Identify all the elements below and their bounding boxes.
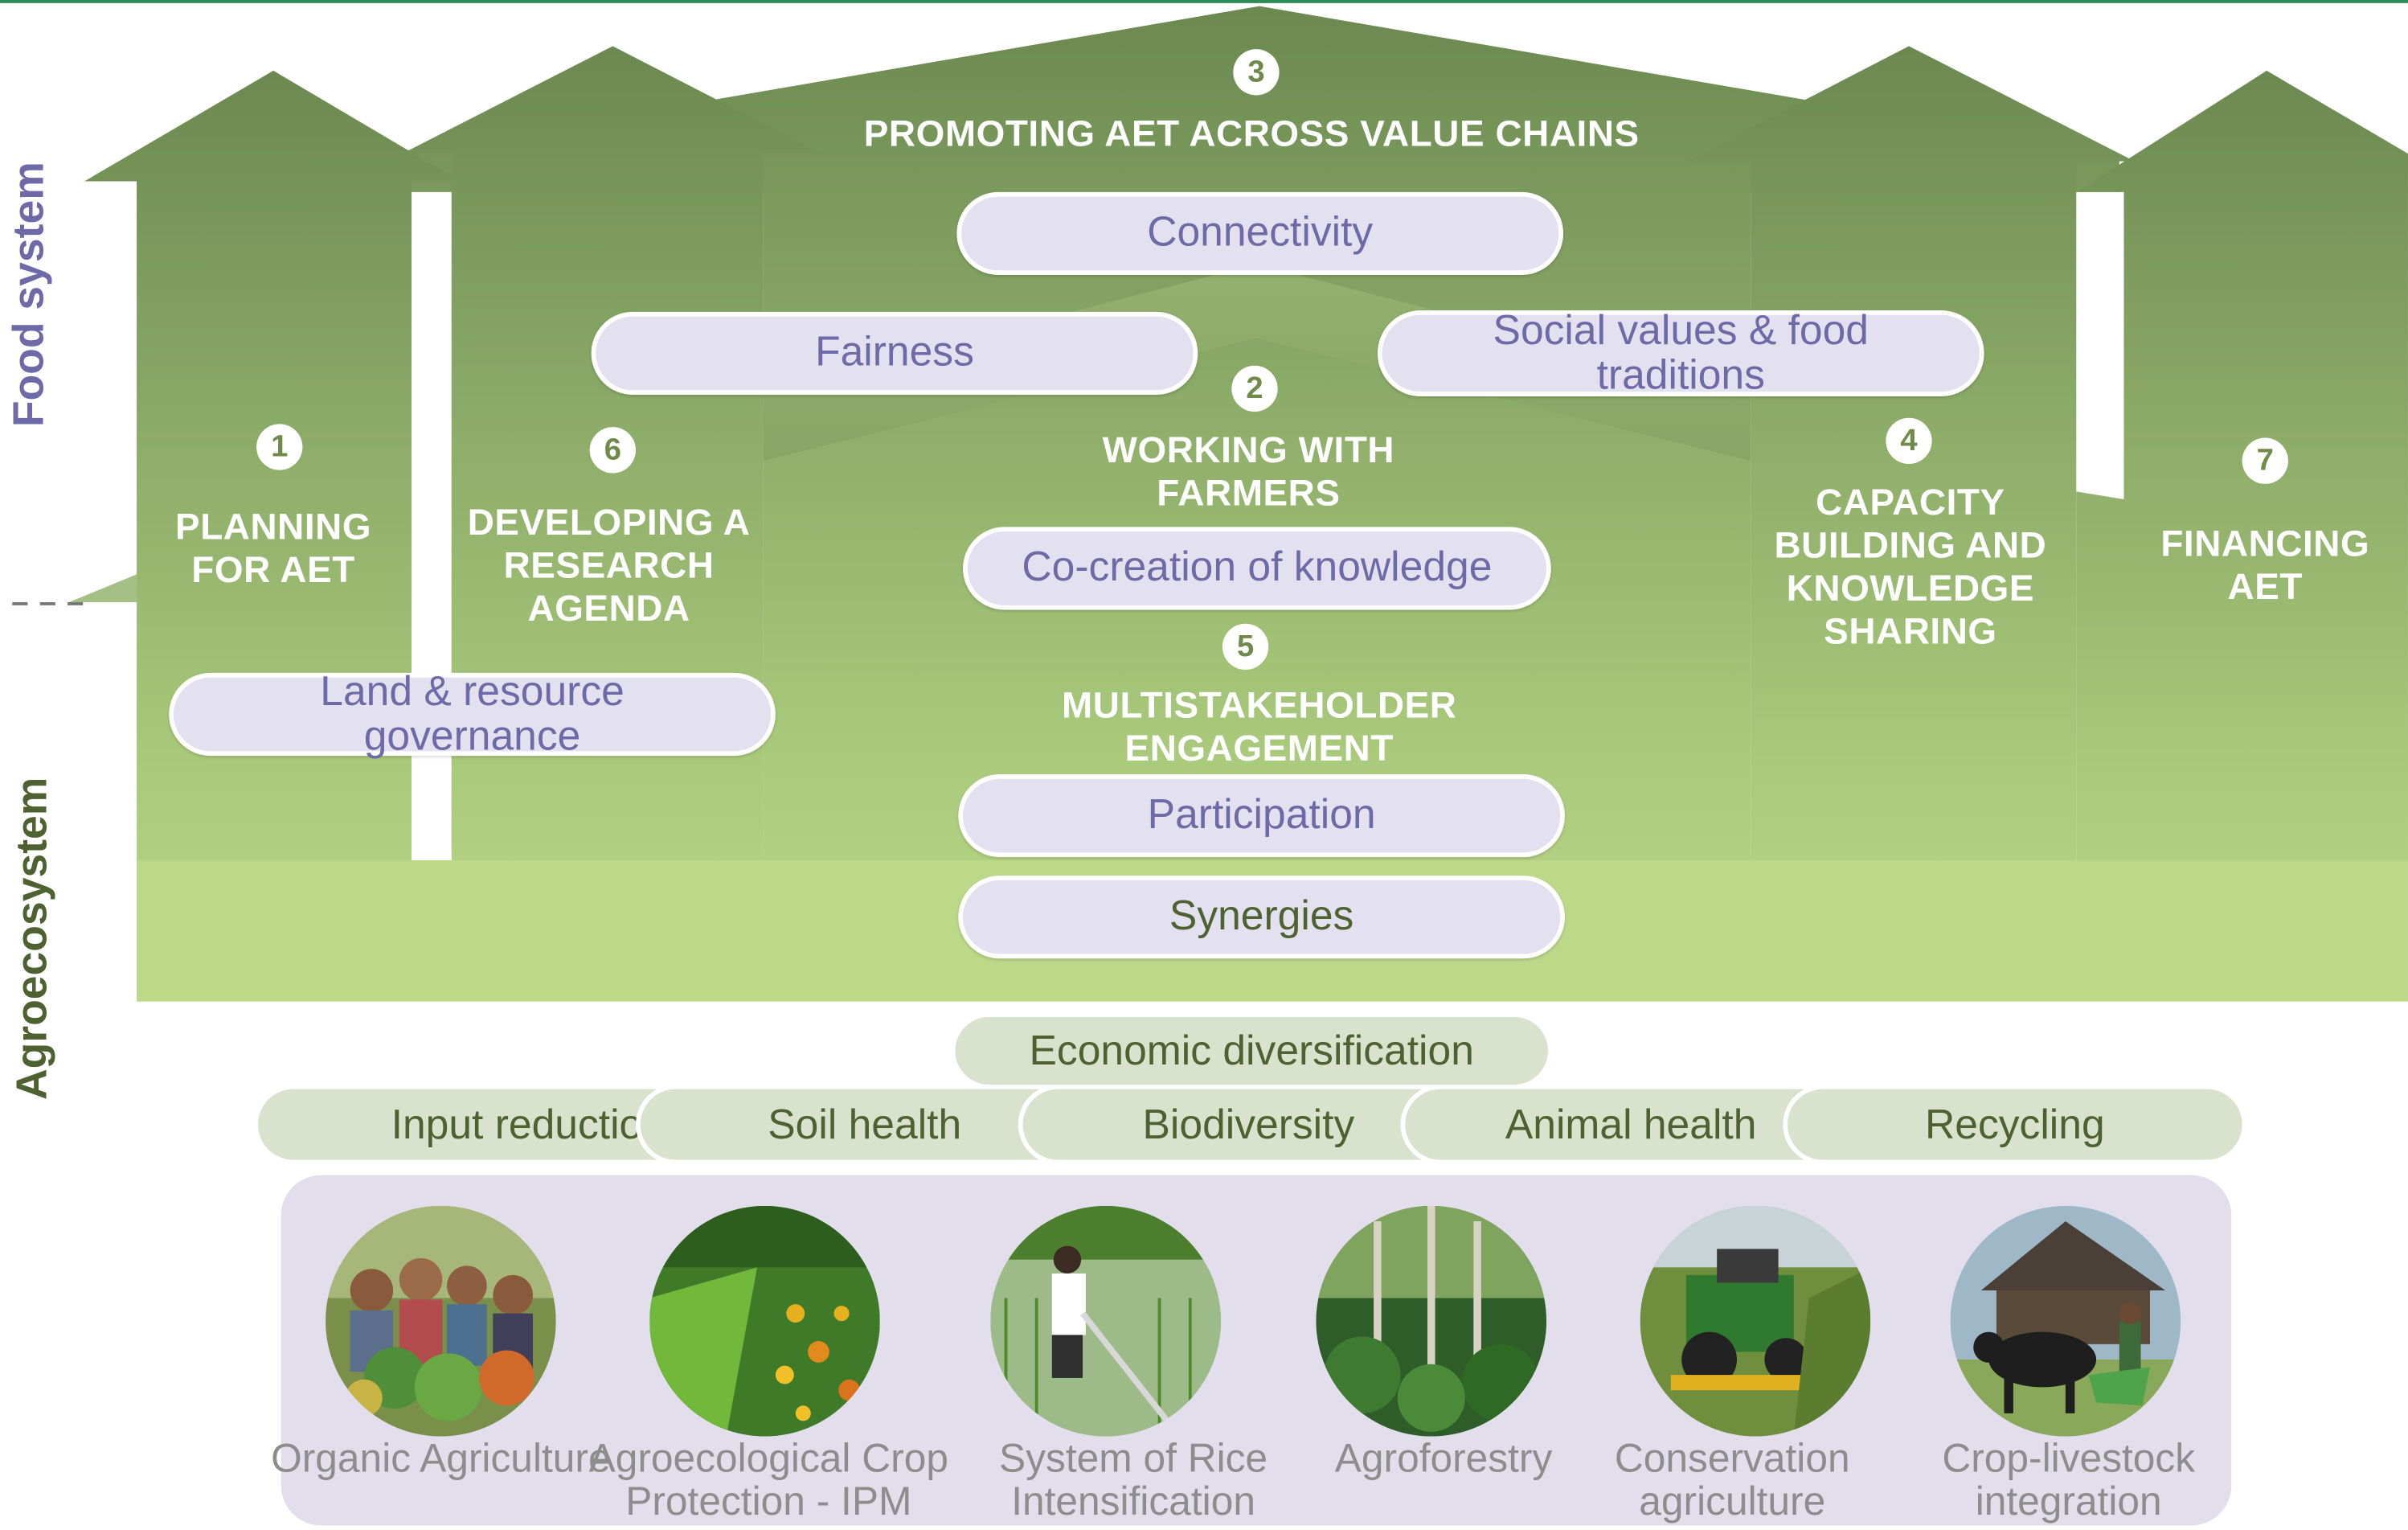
practices-panel — [281, 1175, 2232, 1526]
agroforestry-caption: Agroforestry — [1334, 1434, 1553, 1481]
land-governance-pill: Land & resource governance — [169, 669, 776, 758]
area-5-number: 5 — [1222, 623, 1269, 671]
connectivity-pill: Connectivity — [956, 191, 1564, 276]
area-7-title: FINANCING AET — [2160, 523, 2370, 609]
participation-pill: Participation — [958, 773, 1566, 858]
agroforestry-photo — [1316, 1205, 1547, 1437]
arrow-7-shape — [2076, 70, 2408, 999]
area-7-number: 7 — [2242, 437, 2288, 484]
area-6-title: DEVELOPING A RESEARCH AGENDA — [467, 502, 751, 630]
conservation-agriculture-photo — [1640, 1205, 1871, 1437]
arrow-4-shape — [1685, 46, 2135, 999]
rice-intensification-photo — [990, 1205, 1222, 1437]
area-3-number: 3 — [1233, 49, 1280, 96]
area-2-title: WORKING WITH FARMERS — [1102, 429, 1395, 515]
input-reduction-pill: Input reduction — [253, 1084, 711, 1165]
crop-protection-photo — [649, 1205, 880, 1437]
arrow-1-shape — [84, 70, 461, 999]
area-2-number: 2 — [1231, 365, 1278, 412]
area-4-number: 4 — [1886, 417, 1932, 465]
arrow-6-shape — [402, 46, 822, 999]
area-6-number: 6 — [589, 427, 637, 474]
synergies-pill: Synergies — [958, 876, 1566, 959]
agroecosystem-label: Agroecosystem — [7, 777, 55, 1101]
fairness-pill: Fairness — [591, 311, 1198, 396]
crop-livestock-caption: Crop-livestock integration — [1942, 1434, 2196, 1524]
organic-agriculture-photo — [326, 1205, 556, 1437]
crop-livestock-photo — [1950, 1205, 2181, 1437]
recycling-pill: Recycling — [1783, 1084, 2247, 1165]
area-5-title: MULTISTAKEHOLDER ENGAGEMENT — [1062, 685, 1457, 770]
conservation-agriculture-caption: Conservation agriculture — [1614, 1434, 1850, 1524]
social-values-pill: Social values & food traditions — [1377, 308, 1984, 397]
area-3-title: PROMOTING AET ACROSS VALUE CHAINS — [863, 113, 1640, 155]
crop-protection-caption: Agroecological Crop Protection - IPM — [588, 1434, 948, 1524]
economic-diversification-pill: Economic diversification — [950, 1012, 1553, 1089]
soil-health-pill: Soil health — [636, 1084, 1094, 1165]
central-arrow-shape — [399, 6, 2119, 999]
area-1-title: PLANNING FOR AET — [175, 507, 372, 592]
area-4-title: CAPACITY BUILDING AND KNOWLEDGE SHARING — [1774, 482, 2047, 654]
organic-agriculture-caption: Organic Agriculture — [271, 1434, 611, 1481]
food-system-label: Food system — [4, 162, 52, 428]
area-1-number: 1 — [256, 424, 303, 470]
rice-intensification-caption: System of Rice Intensification — [999, 1434, 1268, 1524]
co-creation-pill: Co-creation of knowledge — [963, 527, 1551, 610]
